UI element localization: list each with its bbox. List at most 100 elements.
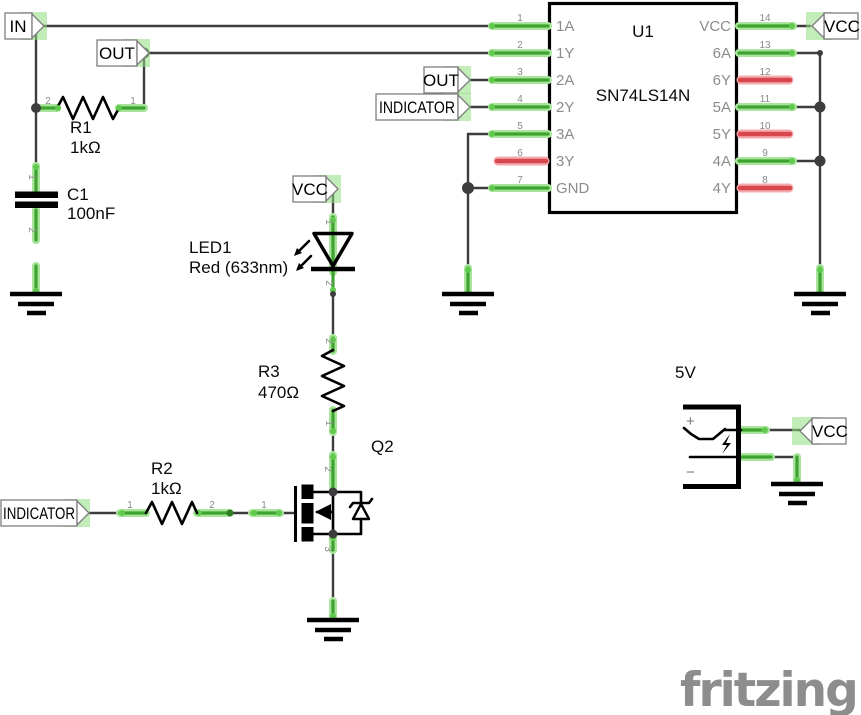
svg-text:VCC: VCC — [699, 18, 731, 35]
svg-text:4: 4 — [517, 94, 523, 105]
u1-pin-2a[interactable]: 3 2A — [488, 67, 574, 89]
u1-pin-5a[interactable]: 11 5A — [713, 94, 797, 116]
label-chevron-icon — [325, 175, 339, 203]
u1-pin-5y-unconnected[interactable]: 10 5Y — [713, 121, 794, 143]
svg-text:3: 3 — [517, 67, 523, 78]
svg-text:9: 9 — [762, 148, 768, 159]
u1-pin-3y-unconnected[interactable]: 6 3Y — [493, 148, 574, 170]
capacitor-plate — [15, 191, 58, 198]
resistor-r3[interactable]: 2 1 R3 470Ω — [258, 338, 346, 426]
lightning-bolt-icon — [722, 434, 731, 454]
net-label-in[interactable]: IN — [4, 12, 47, 40]
resistor-r1[interactable]: 2 1 R1 1kΩ — [45, 95, 136, 157]
net-label-vcc-ic[interactable]: VCC — [806, 12, 860, 40]
u1-pin-gnd[interactable]: 7 GND — [488, 175, 590, 197]
pin-number: 1 — [26, 174, 37, 180]
svg-text:1Y: 1Y — [556, 45, 574, 62]
svg-text:5: 5 — [517, 121, 523, 132]
net-label-vcc-supply[interactable]: VCC — [792, 417, 848, 445]
mosfet-q2[interactable]: Q2 1 2 3 — [261, 437, 393, 552]
jack-switch — [682, 426, 727, 441]
channel-bar — [301, 527, 314, 542]
svg-text:11: 11 — [760, 94, 771, 105]
svg-text:1: 1 — [517, 13, 523, 24]
minus-terminal-label: − — [686, 464, 695, 481]
u1-pin-1a[interactable]: 1 1A — [488, 13, 574, 35]
svg-text:3A: 3A — [556, 126, 574, 143]
pin-number: 2 — [322, 466, 333, 472]
u1-pin-6y-unconnected[interactable]: 12 6Y — [713, 67, 794, 89]
resistor-symbol — [320, 348, 346, 413]
svg-text:6Y: 6Y — [713, 72, 731, 89]
u1-pin-4a[interactable]: 9 4A — [713, 148, 797, 170]
mosfet-arrow-icon — [315, 504, 331, 520]
svg-text:3Y: 3Y — [556, 153, 574, 170]
u1-pin-2y[interactable]: 4 2Y — [488, 94, 574, 116]
resistor-symbol — [144, 500, 199, 526]
ground-symbol-right[interactable] — [794, 291, 846, 316]
ic-u1[interactable]: U1 SN74LS14N 1 1A 2 1Y 3 2A 4 2Y — [488, 1, 797, 215]
svg-text:2A: 2A — [556, 72, 574, 89]
svg-text:7: 7 — [517, 175, 523, 186]
ref-label: R1 — [70, 118, 92, 137]
svg-text:2Y: 2Y — [556, 99, 574, 116]
net-label-out-ic[interactable]: OUT — [423, 66, 471, 94]
pin-number: 3 — [322, 546, 333, 552]
net-label-text: VCC — [824, 17, 860, 36]
body-diode — [331, 490, 374, 536]
resistor-r2[interactable]: 1 2 R2 1kΩ — [127, 459, 215, 526]
net-label-indicator-left[interactable]: INDICATOR — [0, 499, 90, 527]
u1-pin-4y-unconnected[interactable]: 8 4Y — [713, 175, 794, 197]
ground-symbol-left[interactable] — [10, 291, 62, 316]
ic-body — [547, 1, 739, 215]
ref-label: LED1 — [189, 238, 232, 257]
net-label-vcc-led[interactable]: VCC — [292, 175, 341, 203]
ground-symbol-supply[interactable] — [771, 481, 823, 506]
power-supply-5v[interactable]: 5V + − — [675, 363, 743, 489]
ground-symbol-mosfet[interactable] — [307, 617, 359, 642]
svg-text:13: 13 — [759, 40, 771, 51]
svg-text:GND: GND — [556, 180, 590, 197]
net-label-text: OUT — [99, 44, 135, 63]
svg-text:6: 6 — [517, 148, 523, 159]
led-led1[interactable]: 1 2 LED1 Red (633nm) — [189, 219, 355, 286]
net-label-text: INDICATOR — [379, 98, 455, 117]
u1-pin-vcc[interactable]: 14 VCC — [699, 13, 797, 35]
ref-label: R3 — [258, 362, 280, 381]
ground-symbol-middle[interactable] — [442, 291, 494, 316]
u1-pin-1y[interactable]: 2 1Y — [488, 40, 574, 62]
svg-text:2: 2 — [517, 40, 523, 51]
capacitor-plate — [15, 201, 58, 208]
value-label: 470Ω — [258, 383, 299, 402]
channel-bar — [301, 484, 314, 499]
svg-text:1A: 1A — [556, 18, 574, 35]
ref-label: C1 — [67, 185, 89, 204]
value-label: 1kΩ — [70, 138, 101, 157]
u1-pin-6a[interactable]: 13 6A — [713, 40, 797, 62]
pin-number: 2 — [323, 338, 334, 344]
pin-number: 2 — [323, 280, 334, 286]
label-chevron-icon — [136, 39, 150, 67]
pin-number: 1 — [323, 420, 334, 426]
label-chevron-icon — [811, 12, 825, 40]
ref-label: R2 — [151, 459, 173, 478]
label-chevron-icon — [799, 417, 813, 445]
net-label-text: IN — [10, 17, 27, 36]
supply-voltage-label: 5V — [675, 363, 696, 382]
net-label-out-top[interactable]: OUT — [96, 39, 150, 67]
value-label: 1kΩ — [151, 479, 182, 498]
svg-text:14: 14 — [759, 13, 771, 24]
svg-text:5A: 5A — [713, 99, 731, 116]
net-label-indicator-ic[interactable]: INDICATOR — [375, 93, 471, 121]
channel-bar — [301, 503, 314, 524]
capacitor-c1[interactable]: 1 2 C1 100nF — [15, 174, 115, 233]
ref-label: Q2 — [371, 437, 394, 456]
value-label: 100nF — [67, 204, 115, 223]
led-triangle — [312, 231, 354, 268]
svg-text:6A: 6A — [713, 45, 731, 62]
light-emission-arrows-icon — [294, 239, 313, 271]
pin-number: 1 — [261, 500, 267, 511]
ic-part-number: SN74LS14N — [596, 86, 691, 105]
u1-pin-3a[interactable]: 5 3A — [488, 121, 574, 143]
